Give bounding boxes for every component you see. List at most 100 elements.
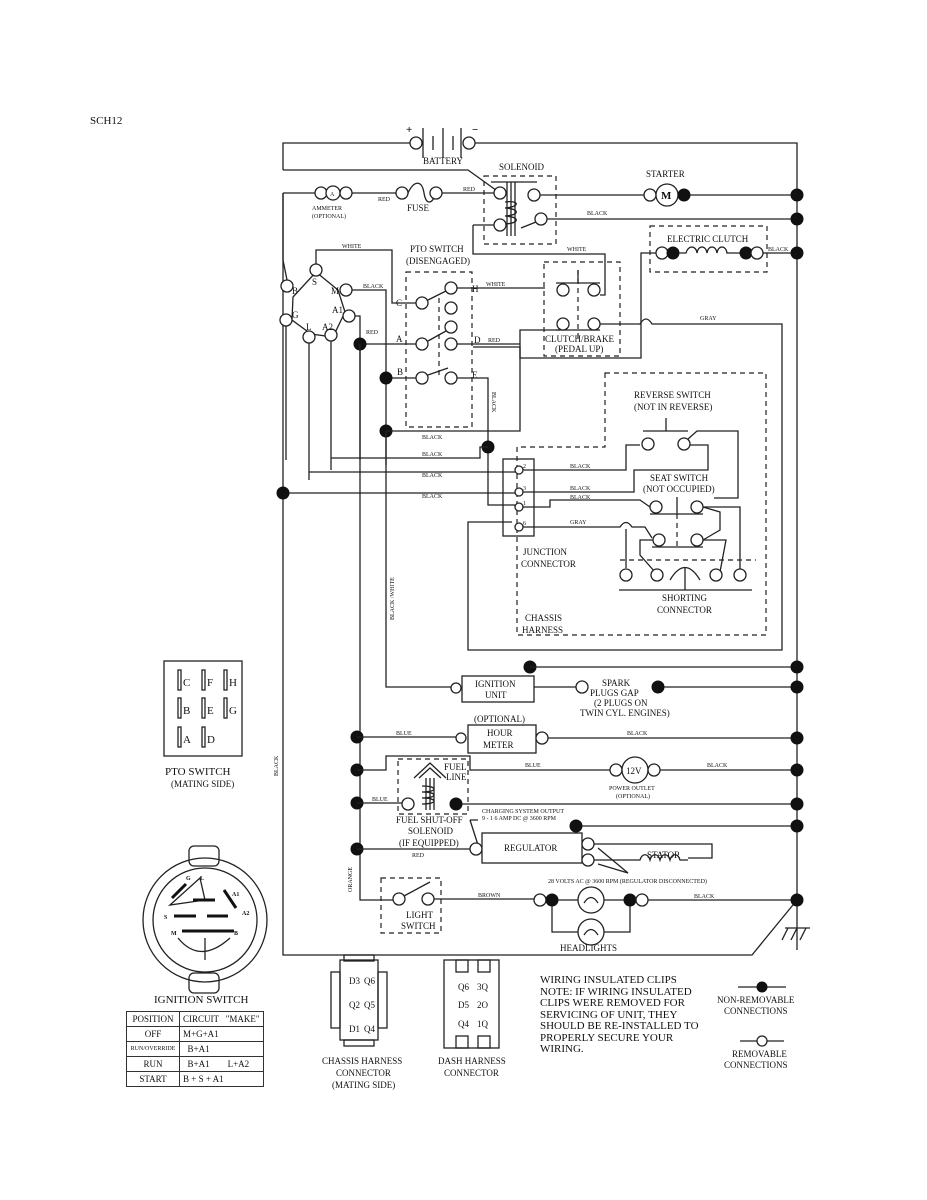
regulator-label: REGULATOR [504,843,557,853]
wire-label-red-2: RED [463,187,476,193]
ign-face-g: G [186,876,191,882]
solenoid-label: SOLENOID [499,162,544,172]
junction-dot [790,763,804,777]
wire-label-black-po: BLACK [707,763,728,769]
power-outlet-label: POWER OUTLET [609,786,655,792]
headlights [551,886,631,946]
wire-label-black-e: BLACK [490,392,496,413]
chassis-pin-d3: D3 [349,976,360,986]
table-row: RUN B+A1 L+A2 [126,1056,264,1072]
pin-2: 2 [523,464,526,470]
battery-label: BATTERY [423,156,464,166]
shorting-sub: CONNECTOR [657,605,712,615]
pto-term-a: A [396,334,403,344]
pto-switch-box [405,271,473,428]
row-position: RUN [126,1056,180,1072]
pto-term-d: D [474,335,481,345]
power-outlet-sub: (OPTIONAL) [616,793,650,800]
pto-mating-pins [177,669,228,748]
headlights-label: HEADLIGHTS [560,943,617,953]
fuel-line-label: LINE [446,772,467,782]
wire-label-white-2: WHITE [342,244,362,250]
wire-label-black-hl: BLACK [694,894,715,900]
pto-switch-label: PTO SWITCH [410,244,464,254]
junction-sub: CONNECTOR [521,559,576,569]
circuit-value: B+A1 [187,1059,210,1069]
wire-label-red-a1: RED [366,330,379,336]
dash-pin-2o: 2O [477,1000,489,1010]
dash-pin-q4: Q4 [458,1019,469,1029]
pto-term-c: C [396,298,402,308]
ign-face-s: S [164,915,168,921]
electric-clutch-box [649,225,768,273]
wire-label-black: BLACK [587,211,608,217]
junction-dot [379,371,393,385]
pto-mating-sub: (MATING SIDE) [171,779,234,789]
fuse-label: FUSE [407,203,430,213]
header-circuit: CIRCUIT [183,1014,219,1024]
pto-contacts [415,281,458,385]
pto-pin-h: H [229,677,237,689]
chassis-sub: HARNESS [522,625,563,635]
wire-label-black-8: BLACK [570,486,591,492]
pto-mating-box [163,660,243,757]
battery-plus: + [406,124,412,136]
light-switch [392,881,435,906]
fuse [395,182,443,203]
ign-face-a2: A2 [242,911,249,917]
ignition-switch-face [142,845,268,994]
wiring-clips-note: WIRING INSULATED CLIPS NOTE: IF WIRING I… [540,974,699,1055]
electric-clutch-label: ELECTRIC CLUTCH [667,234,749,244]
row-circuit: B+A1 L+A2 [179,1056,264,1072]
junction-dot [790,188,804,202]
pto-pin-c: C [183,677,190,689]
chassis-pin-q6: Q6 [364,976,375,986]
spark-line-4: TWIN CYL. ENGINES) [580,708,670,718]
power-outlet-symbol: 12V [626,766,642,776]
light-switch-box [380,877,442,934]
wire-label-brown: BROWN [478,893,501,899]
wire-label-gray-2: GRAY [570,520,587,526]
ign-face-a1: A1 [232,892,239,898]
pto-pin-b: B [183,705,190,717]
shorting-label: SHORTING [662,593,707,603]
pto-mating-title: PTO SWITCH [165,766,231,778]
header-make: "MAKE" [225,1014,260,1024]
wire-clutch-to-pto [473,252,656,359]
junction-dot [790,680,804,694]
ignition-switch-table: POSITION CIRCUIT "MAKE" OFF M+G+A1 RUN/O… [126,1011,264,1087]
dash-conn-line-1: DASH HARNESS [438,1056,506,1066]
dash-harness-connector [443,959,500,1049]
dash-pin-d5: D5 [458,1000,469,1010]
ign-face-b: B [234,931,238,937]
wire-label-black-white: BLACK /WHITE [390,577,396,620]
circuit-value: B+A1 [187,1044,210,1054]
pto-term-h: H [472,284,479,294]
wire-label-red-reg: RED [412,853,425,859]
ammeter-label: AMMETER [312,206,342,212]
row-circuit: B + S + A1 [179,1071,264,1087]
page-code: SCH12 [90,115,123,127]
solenoid-symbol [491,181,548,236]
row-position: START [126,1071,180,1087]
clutch-brake-label: CLUTCH/BRAKE [545,334,615,344]
chassis-label: CHASSIS [525,613,562,623]
junction-dot [790,246,804,260]
term-l: L [306,322,312,332]
ignition-switch-title: IGNITION SWITCH [154,994,248,1006]
circuit-extra: L+A2 [227,1059,250,1069]
table-header-position: POSITION [126,1011,180,1027]
junction-dot [276,486,290,500]
clutch-brake-contacts [556,270,601,340]
hour-meter-box [467,724,537,754]
chassis-harness-outline [516,372,767,636]
pin-6: 6 [523,521,526,527]
charging-line-1: CHARGING SYSTEM OUTPUT [482,809,564,815]
junction-dot [790,797,804,811]
battery-symbol: + − [406,124,478,158]
spark-line-2: PLUGS GAP [590,688,639,698]
chassis-conn-line-3: (MATING SIDE) [332,1080,395,1090]
wire-gray [467,318,783,651]
term-m: M [331,286,339,296]
table-row: START B + S + A1 [126,1071,264,1087]
